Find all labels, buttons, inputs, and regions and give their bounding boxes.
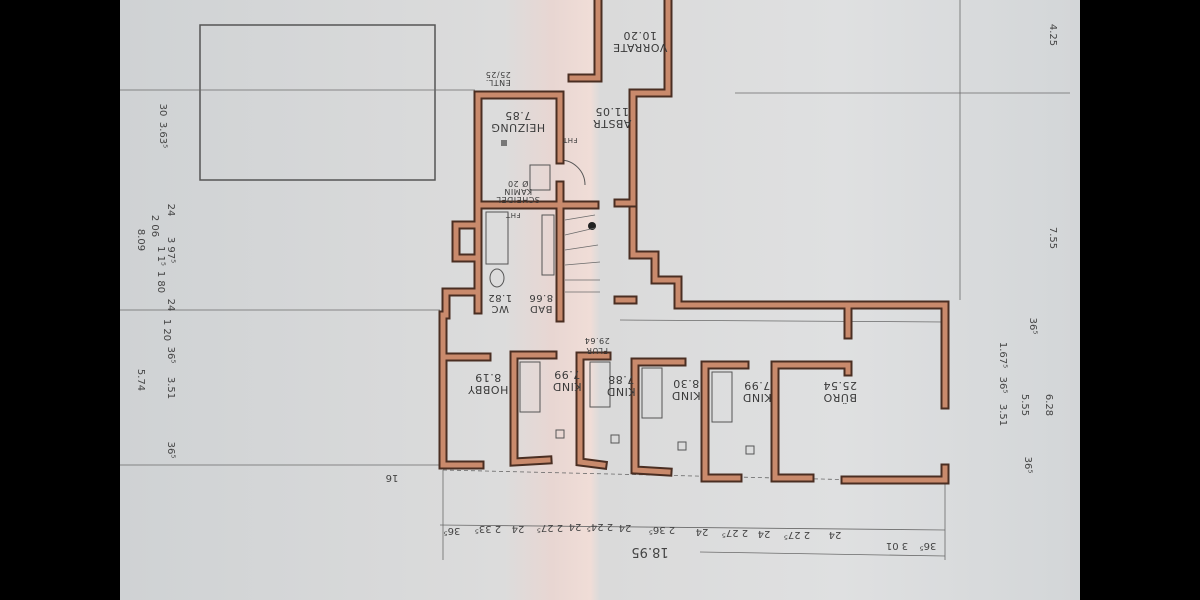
dimension-label: 2 33⁵ bbox=[475, 523, 501, 534]
room-hobby-name: HOBBY bbox=[468, 383, 509, 396]
dimension-label: 36⁵ bbox=[1022, 457, 1033, 474]
reference-lines bbox=[120, 0, 1070, 560]
dimension-label: 3.51 bbox=[165, 377, 176, 399]
outline-rectangle bbox=[199, 24, 436, 181]
room-kind-3-area: 8.30 bbox=[673, 377, 700, 390]
toilet bbox=[489, 268, 505, 288]
room-vorrate-name: VORRATE bbox=[613, 41, 668, 54]
dimension-label: 24 bbox=[165, 299, 176, 312]
room-kind-1-area: 7.99 bbox=[554, 368, 581, 381]
room-buero-area: 25.54 bbox=[823, 379, 857, 392]
dimension-label: 4.25 bbox=[1047, 24, 1058, 46]
room-heizung-area: 7.85 bbox=[505, 109, 532, 122]
dimension-label: 1 1⁵ bbox=[155, 246, 166, 266]
dimension-label: 2 27⁵ bbox=[722, 527, 748, 538]
dimension-label: 24 bbox=[569, 521, 582, 532]
bathtub bbox=[485, 211, 509, 265]
kamin-symbol bbox=[501, 140, 507, 146]
dimension-label: 1 80 bbox=[155, 271, 166, 293]
dimension-label: 36⁵ bbox=[165, 442, 176, 459]
dimension-mark: 16 bbox=[386, 472, 399, 483]
dimension-label: 36⁵ bbox=[1027, 318, 1038, 335]
dimension-label: 2 27⁵ bbox=[537, 522, 563, 533]
dimension-label: 36⁵ bbox=[997, 377, 1008, 394]
dimension-label: 3 97⁵ bbox=[165, 237, 176, 263]
walls bbox=[438, 0, 950, 485]
room-labels: HEIZUNG 7.85 SCHEIDEL KAMIN Ø 20 ENTL. 2… bbox=[468, 29, 857, 404]
dimension-label: 5.74 bbox=[135, 369, 146, 391]
room-kind-2-area: 7.88 bbox=[608, 373, 635, 386]
paper-sheet bbox=[120, 0, 1080, 600]
dimension-label: 2 36⁵ bbox=[649, 524, 675, 535]
dimension-label: 7.55 bbox=[1047, 227, 1058, 249]
room-hobby-area: 8.19 bbox=[475, 371, 502, 384]
room-heizung-name: HEIZUNG bbox=[491, 121, 545, 134]
room-abstr-area: 11.05 bbox=[595, 105, 629, 118]
dimension-label: 5.55 bbox=[1019, 394, 1030, 416]
room-abstr-name: ABSTR bbox=[593, 117, 632, 130]
entl-label: 25/25 bbox=[485, 70, 511, 79]
room-flur-name: FLUR bbox=[586, 346, 608, 355]
dimension-label: 24 bbox=[829, 529, 842, 540]
room-vorrate-area: 10.20 bbox=[623, 29, 657, 42]
dimension-label: 36⁵ bbox=[444, 525, 461, 536]
dimension-label: 24 bbox=[758, 528, 771, 539]
room-bad-name: BAD bbox=[530, 303, 553, 314]
dimension-labels: 36⁵ 2 33⁵ 24 2 27⁵ 24 2 24⁵ 24 2 36⁵ 24 2 27⁵ 24 2 … bbox=[135, 24, 1058, 551]
dimension-label: 24 bbox=[619, 522, 632, 533]
dimension-label: 1 20 bbox=[161, 319, 172, 341]
kamin-label: SCHEIDEL bbox=[496, 195, 540, 204]
dimension-label: 8.09 bbox=[135, 229, 146, 251]
dimension-label: 24 bbox=[165, 204, 176, 217]
entl-label: ENTL. bbox=[485, 78, 510, 87]
room-wc-name: WC bbox=[491, 303, 509, 314]
room-kind-1-name: KIND bbox=[552, 380, 581, 393]
dimension-label: 36⁵ bbox=[165, 347, 176, 364]
room-flur-area: 29.64 bbox=[584, 336, 609, 345]
dimension-label: 1.67⁵ bbox=[997, 342, 1008, 368]
dimension-total-width: 18.95 bbox=[631, 544, 668, 559]
dimension-label: 2 27⁵ bbox=[784, 529, 810, 540]
dimension-label: 6.28 bbox=[1043, 394, 1054, 416]
dimension-label: 24 bbox=[512, 523, 525, 534]
room-kind-3-name: KIND bbox=[671, 389, 700, 402]
dimension-label: 3.51 bbox=[997, 404, 1008, 426]
dimension-label: 24 bbox=[696, 526, 709, 537]
room-wc-area: 1.82 bbox=[488, 292, 512, 303]
room-kind-4-area: 7.99 bbox=[744, 379, 771, 392]
dimension-label: 3.63⁵ bbox=[157, 122, 168, 148]
fht-label: FHT bbox=[562, 136, 577, 144]
room-kind-4-name: KIND bbox=[742, 391, 771, 404]
dimension-label: 2 06 bbox=[149, 215, 160, 237]
kamin-label: Ø 20 bbox=[507, 179, 528, 189]
room-bad-area: 8.66 bbox=[529, 292, 553, 303]
dimension-label: 3 01 bbox=[886, 540, 908, 551]
fht-label: FHT bbox=[505, 211, 520, 219]
room-buero-name: BÜRO bbox=[823, 391, 857, 404]
dimension-label: 30 bbox=[157, 104, 168, 117]
dimension-label: 36⁵ bbox=[920, 540, 937, 551]
dimension-label: 2 24⁵ bbox=[587, 521, 613, 532]
room-kind-2-name: KIND bbox=[606, 385, 635, 398]
kamin-label: KAMIN bbox=[504, 187, 532, 196]
